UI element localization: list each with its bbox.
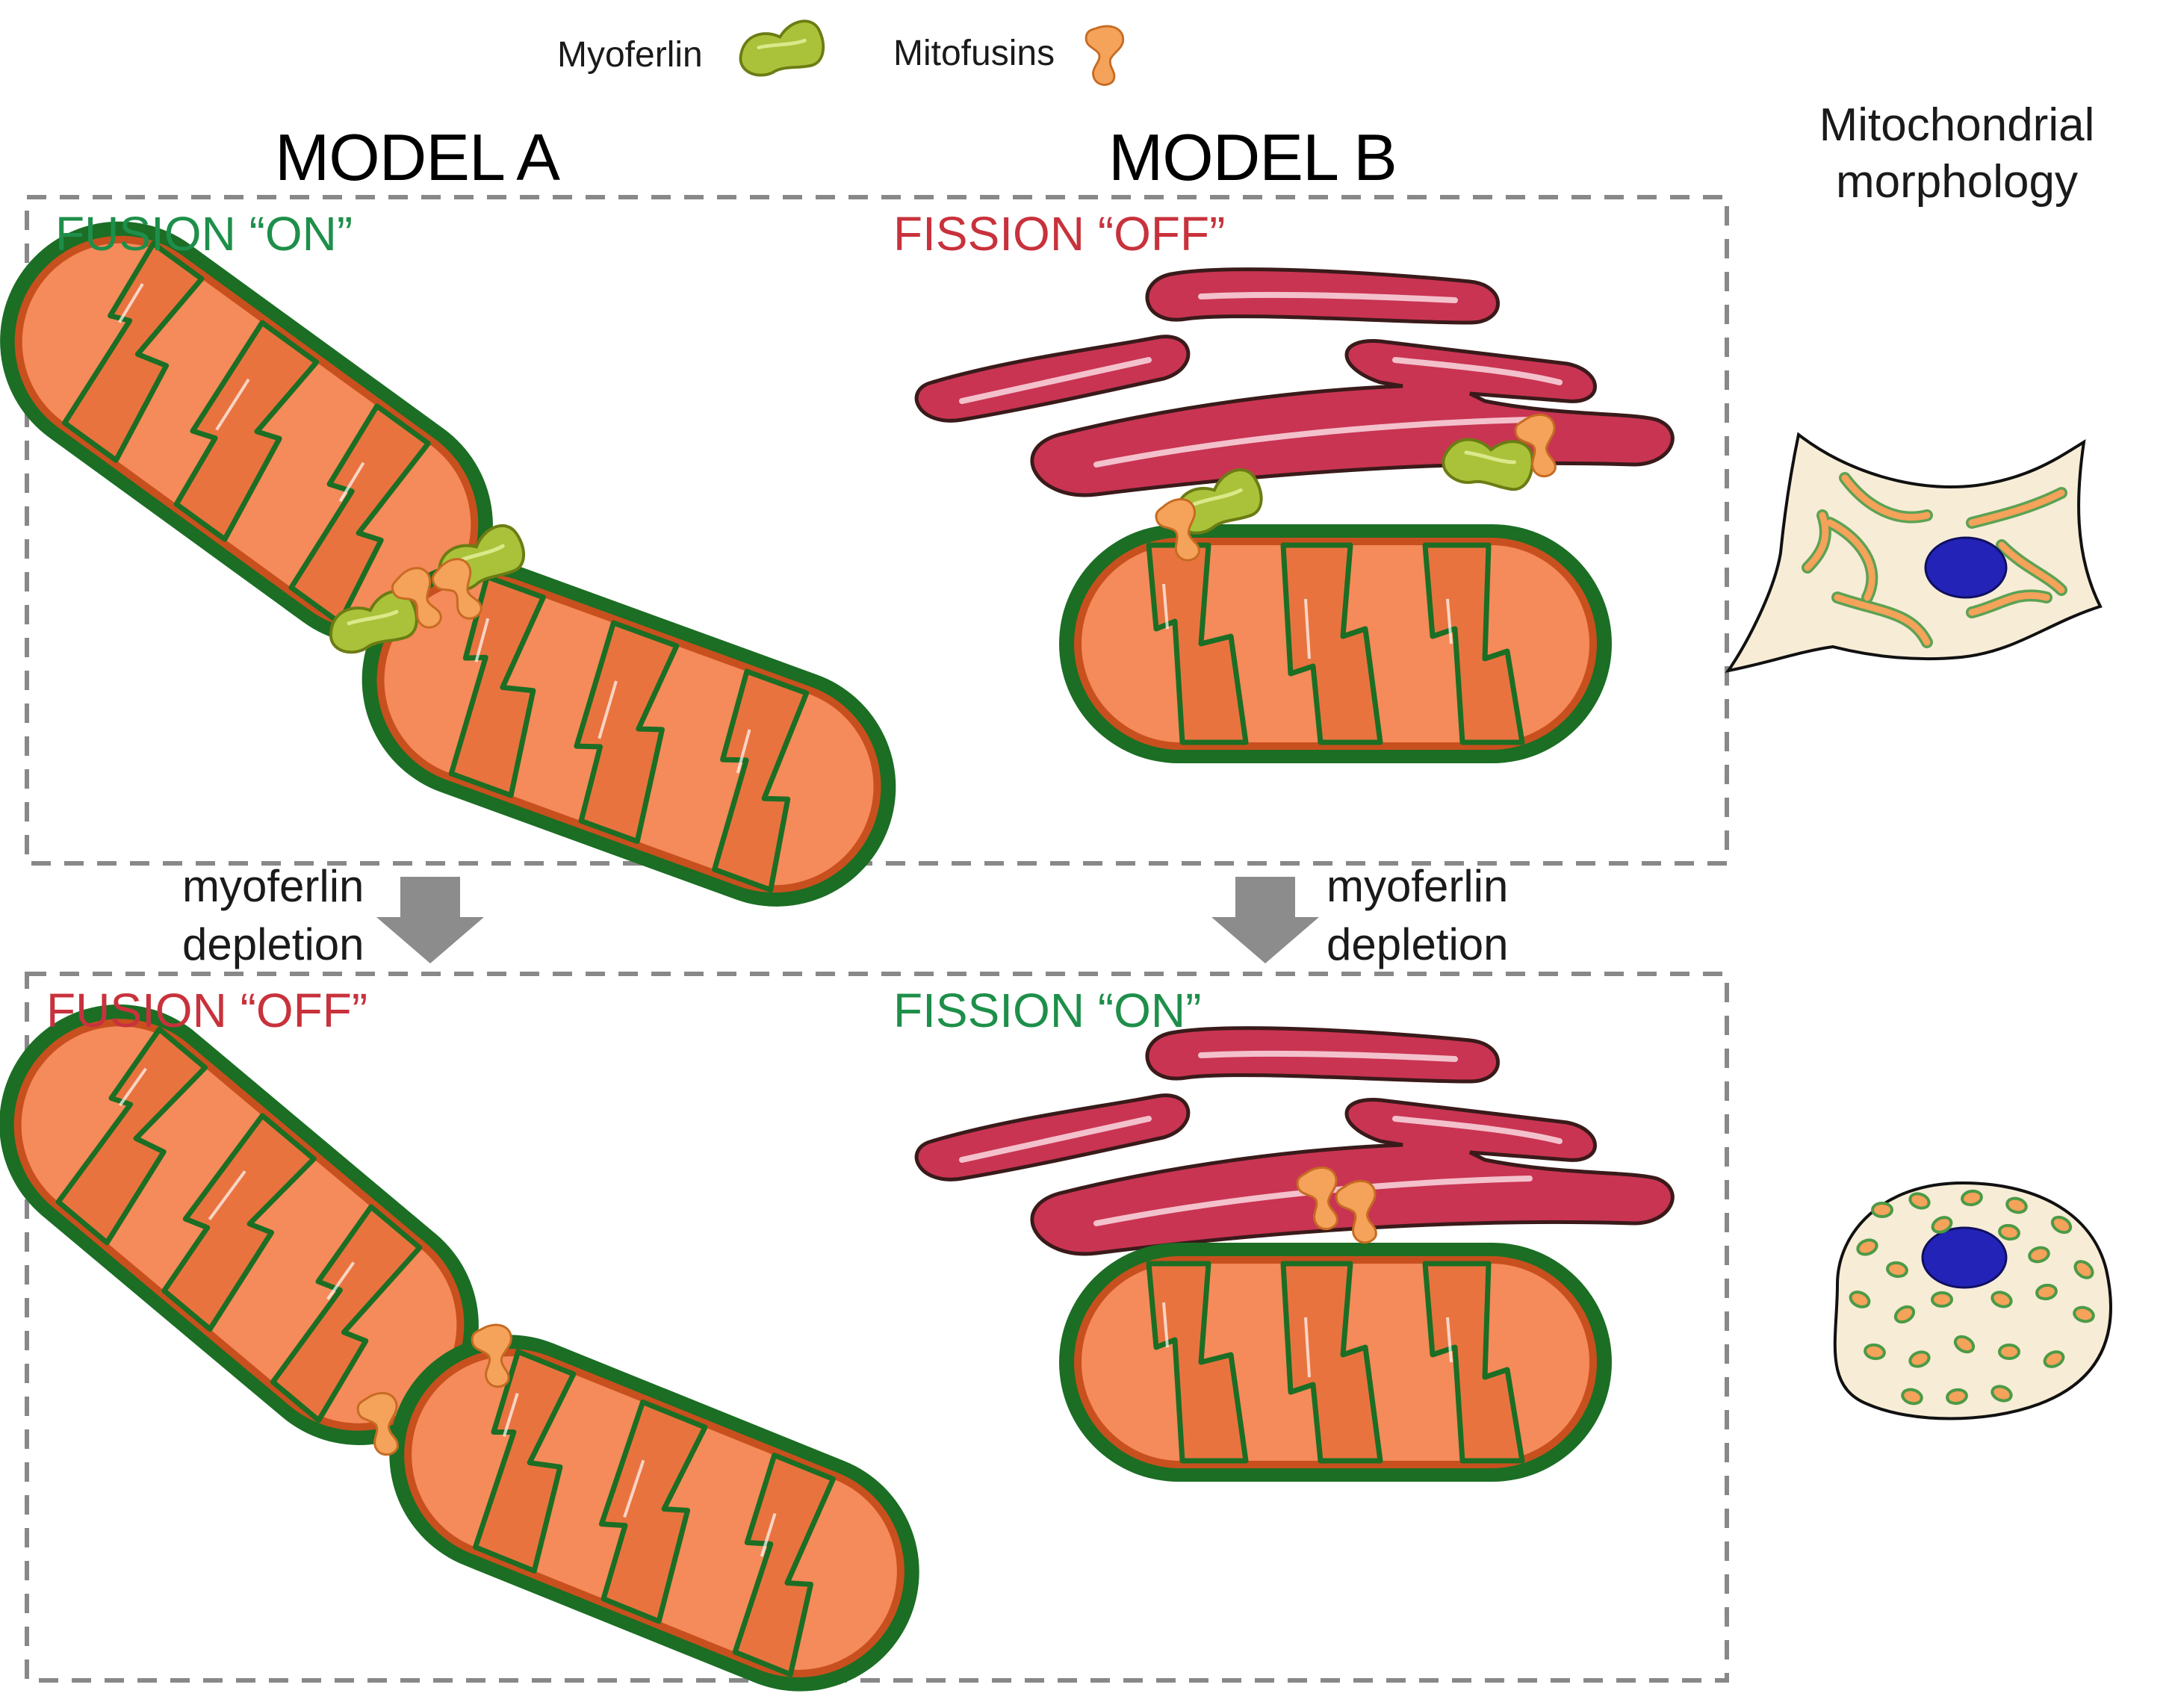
mitochondrial-fragment — [1998, 1344, 2020, 1360]
endoplasmic-reticulum-icon — [916, 1028, 1672, 1254]
mitochondrial-fragment — [2028, 1246, 2050, 1264]
mitochondrial-fragment — [1856, 1238, 1878, 1256]
mitochondrial-fragment — [2043, 1350, 2065, 1368]
left-transition-line1: myoferlin — [182, 861, 364, 911]
mitochondrial-fragment — [1886, 1261, 1908, 1279]
mitochondrial-fragment — [2050, 1215, 2073, 1235]
mitochondrial-fragment — [1953, 1335, 1976, 1354]
top-a-state-label: FUSION “ON” — [55, 207, 353, 261]
down-arrow-icon — [1211, 877, 1319, 963]
cell-icon — [1725, 432, 2103, 673]
morphology-title-line2: morphology — [1836, 156, 2078, 208]
mitochondrial-fragment — [1990, 1385, 2013, 1403]
mitochondrial-fragment — [2073, 1260, 2094, 1279]
nucleus-icon — [1924, 536, 2008, 599]
nucleus-icon — [1921, 1226, 2008, 1289]
model-b-title: MODEL B — [1108, 120, 1397, 194]
mitochondrial-fragment — [1961, 1189, 1983, 1207]
mitochondrial-fragment — [1849, 1291, 1871, 1308]
morphology-title-line1: Mitochondrial — [1819, 99, 2095, 151]
mitochondrial-fragment — [1931, 1291, 1953, 1308]
mitochondrion-icon — [353, 1299, 955, 1708]
mitochondrial-fragment — [1946, 1388, 1968, 1406]
bottom-a-state-label: FUSION “OFF” — [46, 984, 368, 1037]
left-transition-label: myoferlin depletion — [182, 857, 364, 974]
mitochondrion-icon — [1059, 524, 1612, 763]
mitochondrial-fragment — [2005, 1196, 2028, 1214]
mitochondrial-fragment — [1864, 1343, 1886, 1361]
legend-mitofusin-icon — [1084, 25, 1125, 87]
cell-icon — [1833, 1181, 2112, 1420]
mitochondrial-fragment — [1908, 1192, 1931, 1210]
legend-myoferlin-label: Myoferlin — [557, 35, 703, 75]
mitochondrion-icon — [1059, 1243, 1612, 1482]
mitochondrial-fragment — [1931, 1216, 1953, 1234]
legend-myoferlin-icon — [740, 21, 823, 75]
right-transition-line1: myoferlin — [1326, 861, 1509, 911]
left-transition-line2: depletion — [182, 919, 364, 969]
mitochondrial-fragment — [2073, 1305, 2095, 1323]
mitochondrial-fragment — [1901, 1388, 1923, 1406]
legend-mitofusins-label: Mitofusins — [893, 34, 1055, 73]
morphology-title: Mitochondrial morphology — [1778, 97, 2136, 211]
mitochondrial-fragment — [2035, 1283, 2058, 1301]
mitochondrial-fragment — [1990, 1291, 2013, 1308]
mitochondrial-fragment — [1893, 1305, 1916, 1324]
down-arrow-icon — [376, 877, 484, 963]
fragmented-mitochondria — [1849, 1189, 2095, 1406]
bottom-panel-frame — [25, 972, 1729, 1683]
mitochondrial-fragment — [1908, 1350, 1931, 1368]
right-transition-label: myoferlin depletion — [1326, 857, 1509, 974]
endoplasmic-reticulum-icon — [916, 270, 1672, 495]
bottom-b-state-label: FISSION “ON” — [893, 984, 1202, 1037]
model-a-title: MODEL A — [275, 120, 560, 194]
mitochondrial-fragment — [1871, 1202, 1893, 1218]
top-b-state-label: FISSION “OFF” — [893, 207, 1226, 261]
mitochondrial-fragment — [1998, 1223, 2020, 1241]
right-transition-line2: depletion — [1326, 919, 1509, 969]
